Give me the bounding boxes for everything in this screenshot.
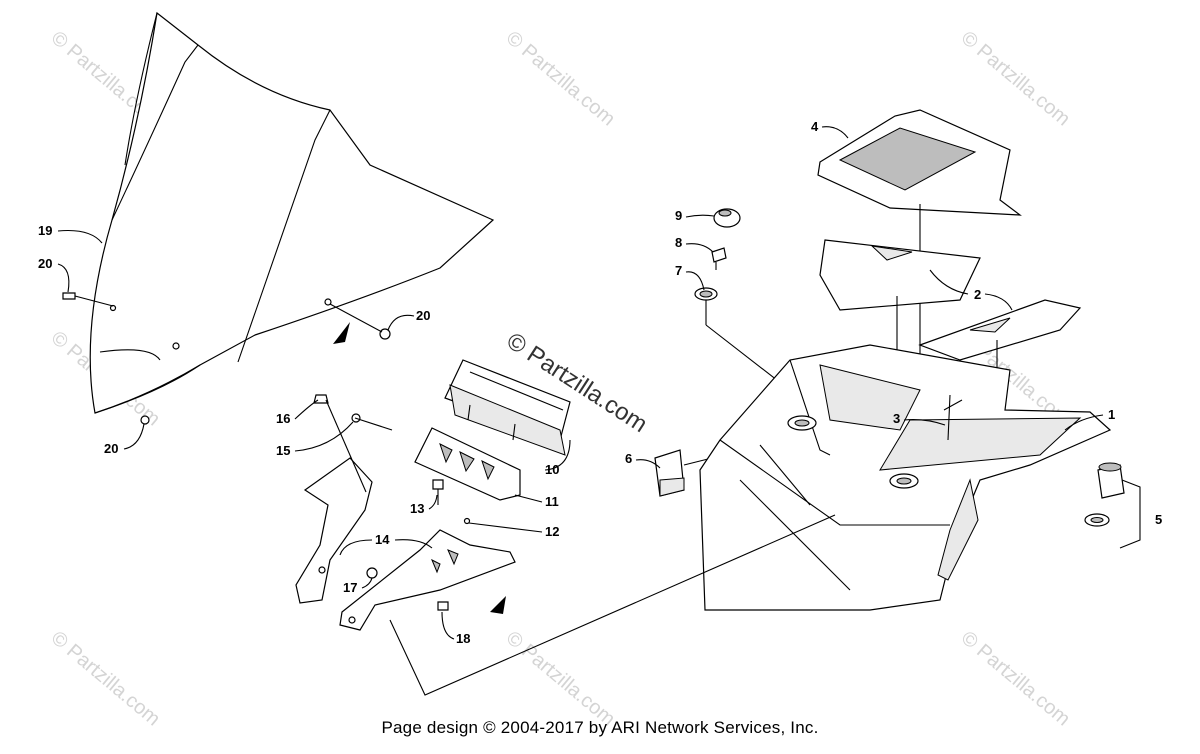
mount-bracket-part — [295, 457, 516, 631]
callout-19: 19 — [38, 223, 52, 238]
callout-4: 4 — [811, 119, 819, 134]
callout-11: 11 — [545, 494, 559, 509]
arrow-marker-left — [333, 322, 350, 344]
callout-12: 12 — [545, 524, 559, 539]
small-hardware — [313, 394, 471, 611]
callout-layer: 1 2 3 4 5 6 7 8 9 10 11 12 13 14 15 16 — [38, 119, 1162, 646]
callout-6: 6 — [625, 451, 632, 466]
callout-9: 9 — [675, 208, 682, 223]
callout-20-left: 20 — [38, 256, 52, 271]
callout-3: 3 — [893, 411, 900, 426]
callout-20-bottom: 20 — [104, 441, 118, 456]
watermark-bottom-center: © Partzilla.com — [502, 627, 619, 730]
assembly-guide-lines — [389, 394, 951, 696]
fuel-cap-part — [1084, 462, 1141, 549]
callout-16: 16 — [276, 411, 290, 426]
switch-part — [654, 449, 713, 497]
cluster-bracket-part — [414, 427, 521, 501]
watermark-top-right: © Partzilla.com — [957, 27, 1074, 130]
arrow-marker-right — [490, 596, 506, 614]
instrument-cluster-part — [444, 359, 571, 456]
watermark-bottom-right: © Partzilla.com — [957, 627, 1074, 730]
callout-5: 5 — [1155, 512, 1162, 527]
watermark-bottom-left: © Partzilla.com — [47, 627, 164, 730]
callout-17: 17 — [343, 580, 357, 595]
windshield-part — [89, 11, 495, 414]
callout-10: 10 — [545, 462, 559, 477]
callout-8: 8 — [675, 235, 682, 250]
callout-18: 18 — [456, 631, 470, 646]
callout-13: 13 — [410, 501, 424, 516]
screw-parts-20 — [62, 292, 391, 425]
console-body-part — [699, 344, 1112, 611]
callout-20-right: 20 — [416, 308, 430, 323]
callout-14: 14 — [375, 532, 390, 547]
callout-1: 1 — [1108, 407, 1115, 422]
watermark-top-center: © Partzilla.com — [502, 27, 619, 130]
storage-net-part — [817, 109, 1022, 460]
copyright-footer: Page design © 2004-2017 by ARI Network S… — [381, 718, 819, 737]
callout-7: 7 — [675, 263, 682, 278]
callout-15: 15 — [276, 443, 290, 458]
callout-2: 2 — [974, 287, 981, 302]
